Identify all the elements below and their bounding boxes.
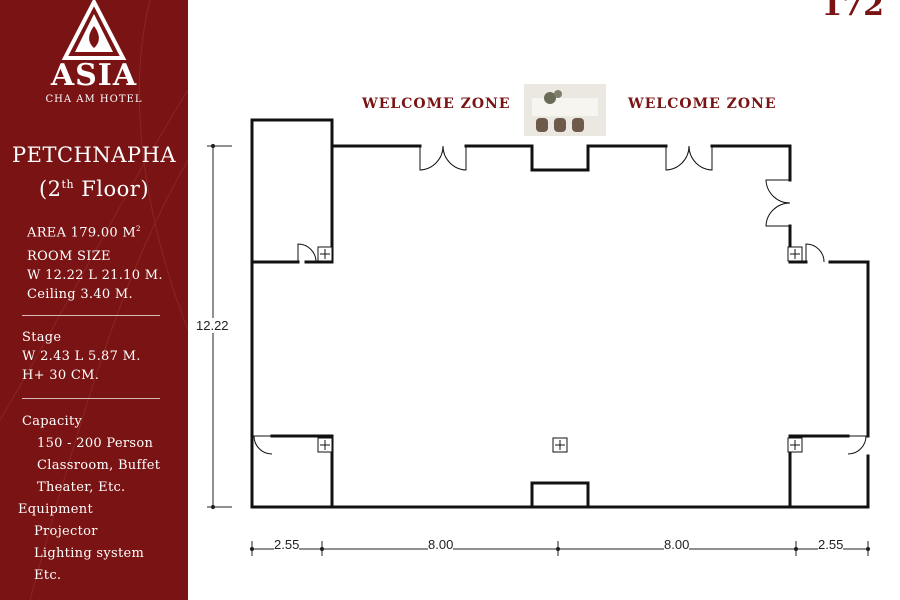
wall (270, 434, 334, 509)
width-dimension-label: 8.00 (428, 537, 454, 552)
height-dimension-label: 12.22 (196, 318, 229, 333)
width-dimension-label: 8.00 (664, 537, 690, 552)
outlet-icon (787, 437, 803, 453)
door-swing (805, 243, 825, 263)
capacity-item: Classroom, Buffet (37, 458, 161, 473)
decorative-lines (0, 0, 188, 600)
stage-heading: Stage (22, 330, 62, 345)
room-size-heading: ROOM SIZE (27, 249, 111, 264)
room-ceiling: Ceiling 3.40 M. (27, 287, 133, 302)
width-dimension-label: 2.55 (818, 537, 844, 552)
equipment-item: Lighting system (34, 546, 145, 561)
room-title: PETCHNAPHA (2th Floor) (0, 140, 188, 204)
equipment-block: Equipment Projector Lighting system Etc. (18, 499, 144, 587)
wall (250, 118, 334, 264)
room-size-dims: W 12.22 L 21.10 M. (27, 268, 163, 283)
outlet-icon (317, 246, 333, 262)
outlet-icon (552, 437, 568, 453)
room-name: PETCHNAPHA (12, 143, 176, 167)
wall (710, 144, 792, 182)
welcome-table-image (524, 84, 606, 136)
room-size-block: ROOM SIZE W 12.22 L 21.10 M. Ceiling 3.4… (27, 247, 163, 304)
welcome-table-icon (524, 84, 606, 136)
capacity-block: Capacity 150 - 200 Person Classroom, Buf… (22, 411, 160, 499)
stage-height: H+ 30 CM. (22, 368, 100, 383)
equipment-item: Projector (34, 524, 98, 539)
wall (788, 434, 850, 509)
welcome-zone-left-label: WELCOME ZONE (362, 96, 511, 112)
door-swing (297, 243, 317, 263)
stage-block: Stage W 2.43 L 5.87 M. H+ 30 CM. (22, 328, 141, 385)
divider (22, 315, 160, 316)
divider (22, 398, 160, 399)
width-dimension-label: 2.55 (274, 537, 300, 552)
capacity-heading: Capacity (22, 414, 83, 429)
stage-bottom (530, 481, 590, 509)
door-swing (253, 435, 273, 455)
outlet-icon (317, 437, 333, 453)
stage-dims: W 2.43 L 5.87 M. (22, 349, 141, 364)
equipment-heading: Equipment (18, 502, 93, 517)
logo-subtitle: CHA AM HOTEL (45, 94, 143, 105)
equipment-item: Etc. (34, 568, 62, 583)
door-swing (765, 202, 791, 227)
welcome-zone-right-label: WELCOME ZONE (628, 96, 777, 112)
wall (464, 144, 668, 172)
page-number: 172 (821, 0, 884, 23)
area-text: AREA 179.00 M2 (27, 225, 141, 241)
room-floor: (2th Floor) (38, 177, 150, 201)
door-swing (688, 145, 713, 171)
capacity-item: 150 - 200 Person (37, 436, 154, 451)
door-swing (442, 145, 467, 171)
door-swing (847, 435, 867, 455)
door-swing (765, 179, 791, 204)
logo-brand: ASIA (50, 58, 138, 93)
door-swing (419, 145, 444, 171)
door-swing (665, 145, 690, 171)
info-sidebar: ASIA CHA AM HOTEL PETCHNAPHA (2th Floor)… (0, 0, 188, 600)
wall (828, 260, 870, 438)
outlet-icon (787, 246, 803, 262)
capacity-item: Theater, Etc. (37, 480, 126, 495)
logo-emblem-icon (61, 0, 127, 60)
